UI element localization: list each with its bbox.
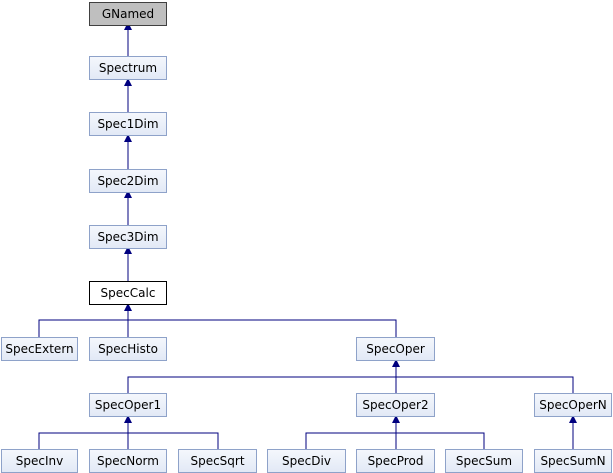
node-specsqrt[interactable]: SpecSqrt: [178, 449, 257, 473]
node-speccalc[interactable]: SpecCalc: [89, 281, 167, 305]
edge-specoper-speccalc: [128, 319, 397, 337]
node-spechisto[interactable]: SpecHisto: [89, 337, 167, 361]
node-specsum[interactable]: SpecSum: [445, 449, 523, 473]
edge-specinv-specoper1: [38, 432, 128, 449]
edge-specoper1-specoper: [127, 376, 396, 393]
node-spec2dim[interactable]: Spec2Dim: [89, 169, 167, 193]
node-specinv[interactable]: SpecInv: [1, 449, 78, 473]
node-spec1dim[interactable]: Spec1Dim: [89, 112, 167, 136]
node-specprod[interactable]: SpecProd: [356, 449, 435, 473]
node-gnamed[interactable]: GNamed: [89, 2, 167, 26]
node-specdiv[interactable]: SpecDiv: [267, 449, 346, 473]
node-spec3dim[interactable]: Spec3Dim: [89, 225, 167, 249]
edge-specsum-specoper2: [396, 432, 485, 449]
edge-specopern-specoper: [396, 376, 574, 393]
edge-specsqrt-specoper1: [128, 432, 219, 449]
node-specnorm[interactable]: SpecNorm: [89, 449, 167, 473]
edge-specextern-speccalc: [38, 319, 128, 337]
node-specextern[interactable]: SpecExtern: [1, 337, 78, 361]
node-specsumn[interactable]: SpecSumN: [534, 449, 612, 473]
node-specoper2[interactable]: SpecOper2: [356, 393, 435, 417]
node-specoper1[interactable]: SpecOper1: [89, 393, 167, 417]
node-spectrum[interactable]: Spectrum: [89, 56, 167, 80]
edge-specdiv-specoper2: [305, 432, 396, 449]
node-specoper[interactable]: SpecOper: [356, 337, 435, 361]
node-specopern[interactable]: SpecOperN: [534, 393, 612, 417]
